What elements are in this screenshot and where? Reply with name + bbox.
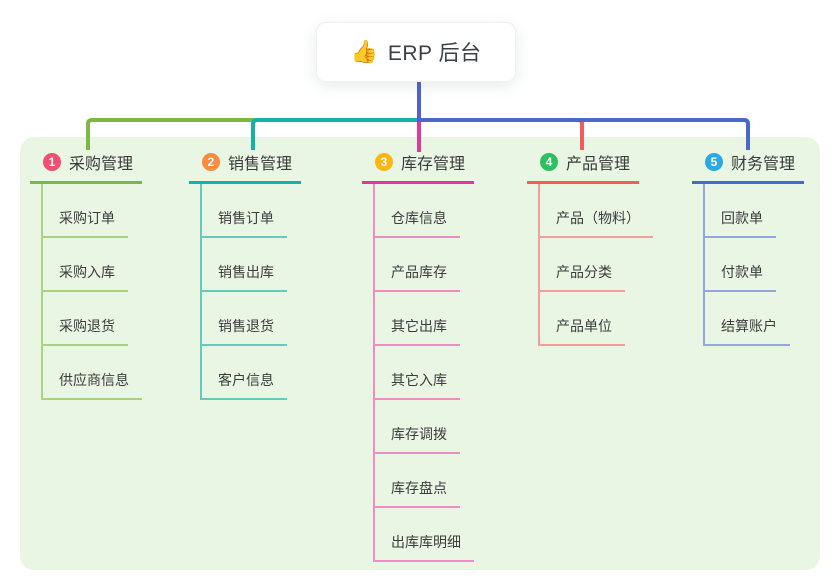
child-node[interactable]: 采购订单	[43, 184, 128, 238]
branch-node-2: 2 销售管理销售订单销售出库销售退货客户信息	[189, 148, 302, 400]
branch-title: 采购管理	[69, 156, 134, 173]
branch-number-badge: 1	[43, 153, 61, 171]
child-node[interactable]: 其它出库	[375, 292, 460, 346]
branch-number-badge: 3	[375, 153, 393, 171]
branch-children: 产品（物料）产品分类产品单位	[538, 184, 653, 346]
branch-number-badge: 4	[540, 153, 558, 171]
branch-title: 库存管理	[401, 156, 466, 173]
branch-children: 销售订单销售出库销售退货客户信息	[200, 184, 287, 400]
child-node[interactable]: 其它入库	[375, 346, 460, 400]
branch-number-badge: 2	[202, 153, 220, 171]
root-node[interactable]: 👍 ERP 后台	[316, 22, 516, 82]
child-node[interactable]: 仓库信息	[375, 184, 460, 238]
child-node[interactable]: 结算账户	[705, 292, 790, 346]
branch-children: 仓库信息产品库存其它出库其它入库库存调拨库存盘点出库库明细	[373, 184, 474, 562]
branch-head-4[interactable]: 4 产品管理	[527, 148, 640, 184]
branch-title: 销售管理	[228, 156, 293, 173]
child-node[interactable]: 客户信息	[202, 346, 287, 400]
branch-children: 采购订单采购入库采购退货供应商信息	[41, 184, 142, 400]
mindmap-panel	[20, 137, 820, 570]
branch-head-5[interactable]: 5 财务管理	[692, 148, 805, 184]
child-node[interactable]: 销售出库	[202, 238, 287, 292]
branch-node-3: 3 库存管理仓库信息产品库存其它出库其它入库库存调拨库存盘点出库库明细	[362, 148, 475, 562]
branch-node-1: 1 采购管理采购订单采购入库采购退货供应商信息	[30, 148, 143, 400]
branch-node-4: 4 产品管理产品（物料）产品分类产品单位	[527, 148, 653, 346]
child-node[interactable]: 出库库明细	[375, 508, 474, 562]
thumbs-up-icon: 👍	[350, 39, 378, 64]
child-node[interactable]: 产品分类	[540, 238, 625, 292]
branch-children: 回款单付款单结算账户	[703, 184, 790, 346]
child-node[interactable]: 销售退货	[202, 292, 287, 346]
child-node[interactable]: 供应商信息	[43, 346, 142, 400]
branch-head-2[interactable]: 2 销售管理	[189, 148, 302, 184]
branch-number-badge: 5	[705, 153, 723, 171]
branch-head-3[interactable]: 3 库存管理	[362, 148, 475, 184]
child-node[interactable]: 付款单	[705, 238, 776, 292]
child-node[interactable]: 产品单位	[540, 292, 625, 346]
child-node[interactable]: 采购入库	[43, 238, 128, 292]
root-title: ERP 后台	[387, 42, 482, 65]
child-node[interactable]: 采购退货	[43, 292, 128, 346]
child-node[interactable]: 销售订单	[202, 184, 287, 238]
branch-node-5: 5 财务管理回款单付款单结算账户	[692, 148, 805, 346]
branch-head-1[interactable]: 1 采购管理	[30, 148, 143, 184]
child-node[interactable]: 回款单	[705, 184, 776, 238]
branch-title: 产品管理	[566, 156, 631, 173]
child-node[interactable]: 产品库存	[375, 238, 460, 292]
child-node[interactable]: 库存调拨	[375, 400, 460, 454]
child-node[interactable]: 库存盘点	[375, 454, 460, 508]
branch-title: 财务管理	[731, 156, 796, 173]
child-node[interactable]: 产品（物料）	[540, 184, 653, 238]
